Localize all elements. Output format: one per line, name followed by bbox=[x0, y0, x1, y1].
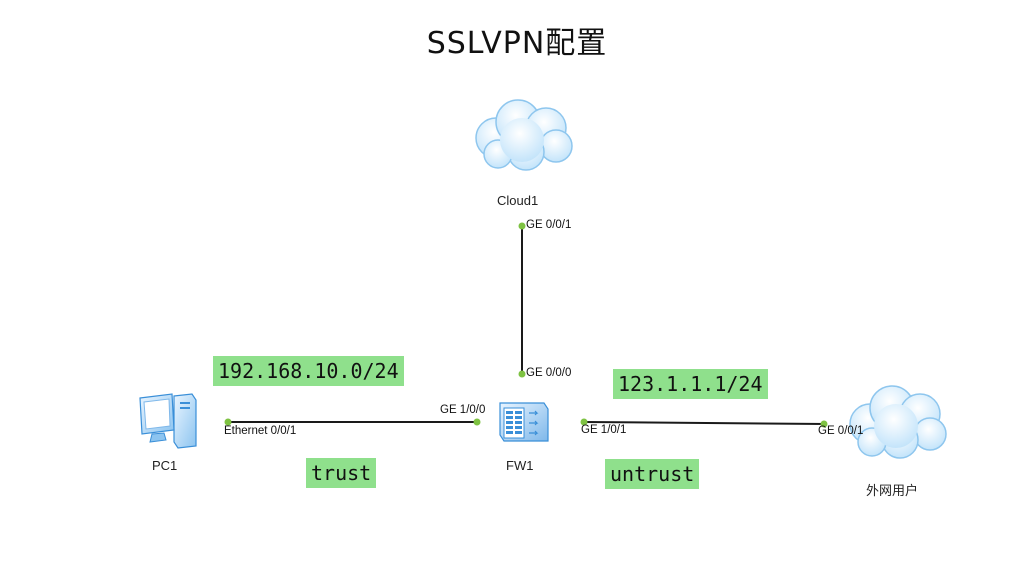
fw1-ge000-label: GE 0/0/0 bbox=[526, 367, 572, 379]
cloud1-label: Cloud1 bbox=[497, 193, 539, 208]
wan-address-note: 123.1.1.1/24 bbox=[613, 369, 768, 399]
trust-zone-note: trust bbox=[306, 458, 377, 488]
fw1-label: FW1 bbox=[506, 458, 534, 473]
firewall-icon[interactable] bbox=[492, 395, 552, 447]
cloud1-port-label: GE 0/0/1 bbox=[526, 219, 572, 231]
pc-icon[interactable] bbox=[134, 390, 204, 452]
link-fw1-external bbox=[583, 421, 827, 425]
pc1-port-label: Ethernet 0/0/1 bbox=[224, 425, 297, 437]
port-dot-ext-ge001 bbox=[820, 420, 828, 428]
diagram-title: SSLVPN配置 bbox=[426, 26, 608, 61]
fw1-ge101-label: GE 1/0/1 bbox=[581, 424, 627, 436]
external-port-label: GE 0/0/1 bbox=[818, 425, 864, 437]
cloud-icon[interactable] bbox=[466, 94, 578, 174]
port-dot-pc1-eth bbox=[224, 418, 232, 426]
cloud-icon[interactable] bbox=[842, 380, 952, 462]
fw1-ge100-label: GE 1/0/0 bbox=[440, 404, 486, 416]
external-user-label: 外网用户 bbox=[866, 483, 919, 498]
port-dot-cloud1-ge001 bbox=[518, 222, 526, 230]
port-dot-fw1-ge100 bbox=[473, 418, 481, 426]
pc1-label: PC1 bbox=[152, 458, 178, 473]
lan-subnet-note: 192.168.10.0/24 bbox=[213, 356, 404, 386]
port-dot-fw1-ge000 bbox=[518, 370, 526, 378]
untrust-zone-note: untrust bbox=[605, 459, 700, 489]
port-dot-fw1-ge101 bbox=[580, 418, 588, 426]
